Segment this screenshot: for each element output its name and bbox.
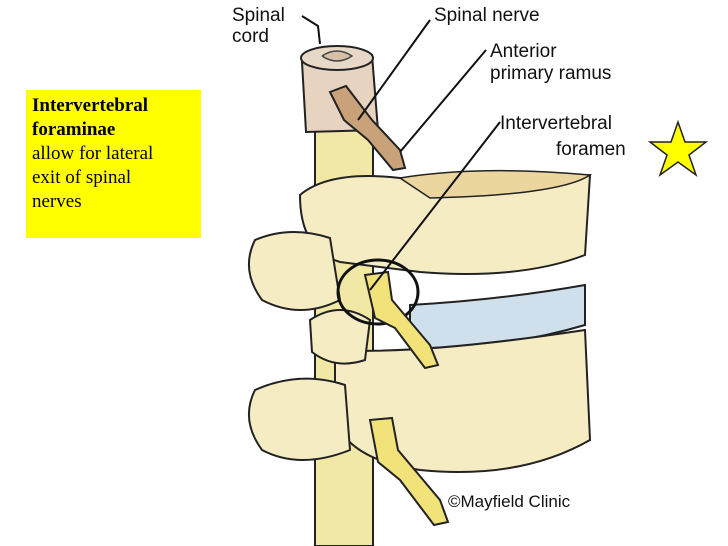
star-icon [647,119,709,178]
exiting-nerve-lower [368,416,450,527]
label-foramen-line1: Intervertebral [500,113,612,134]
foramen-ring [336,258,420,326]
label-spinal-nerve: Spinal nerve [434,5,540,26]
leader-spinal-nerve [357,19,431,121]
lower-process [247,377,352,461]
callout-title-line2: foraminae [32,119,116,140]
label-foramen-line2: foramen [556,139,626,160]
spinal-nerve [328,84,407,172]
label-anterior-line1: Anterior [490,41,557,62]
label-spinal-cord-line1: Spinal [232,5,285,26]
credit-text: ©Mayfield Clinic [448,492,571,511]
callout-body-line2: exit of spinal [32,167,132,188]
leader-anterior-ramus [399,49,487,153]
callout-title-line1: Intervertebral [32,95,149,116]
exiting-nerve-upper [363,270,440,370]
callout-body-line3: nerves [32,191,82,212]
foraminae-callout: Intervertebral foraminae allow for later… [26,90,201,238]
label-anterior-line2: primary ramus [490,63,612,84]
leader-foramen [369,121,501,291]
lower-vertebral-body [334,328,592,473]
leader-spinal-cord [301,15,321,45]
upper-process [247,230,342,311]
label-spinal-cord-line2: cord [232,26,269,47]
callout-body-line1: allow for lateral [32,143,154,164]
